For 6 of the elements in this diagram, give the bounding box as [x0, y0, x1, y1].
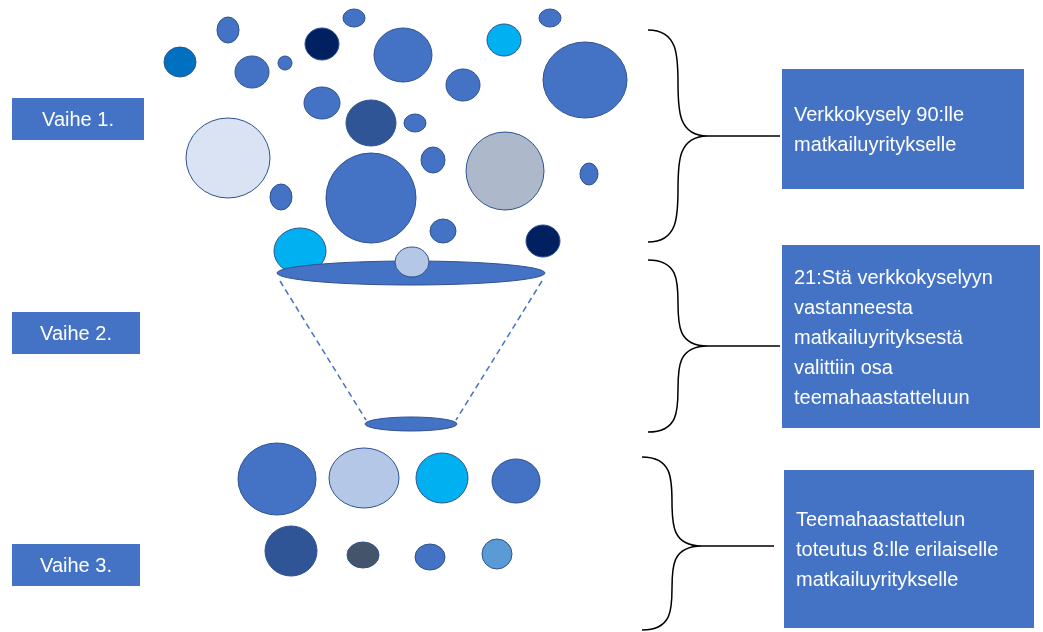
stage-box: Vaihe 3. [12, 544, 140, 586]
stage-box: Vaihe 1. [12, 98, 144, 140]
description-box: 21:Stä verkkokyselyyn vastanneesta matkailuyrityksestä valittiin osa teemahaastatteluun [782, 245, 1040, 428]
stage-box: Vaihe 2. [12, 312, 140, 354]
description-box: Teemahaastattelun toteutus 8:lle erilaiselle matkailuyritykselle [784, 470, 1034, 628]
description-box: Verkkokysely 90:lle matkailuyritykselle [782, 69, 1024, 189]
